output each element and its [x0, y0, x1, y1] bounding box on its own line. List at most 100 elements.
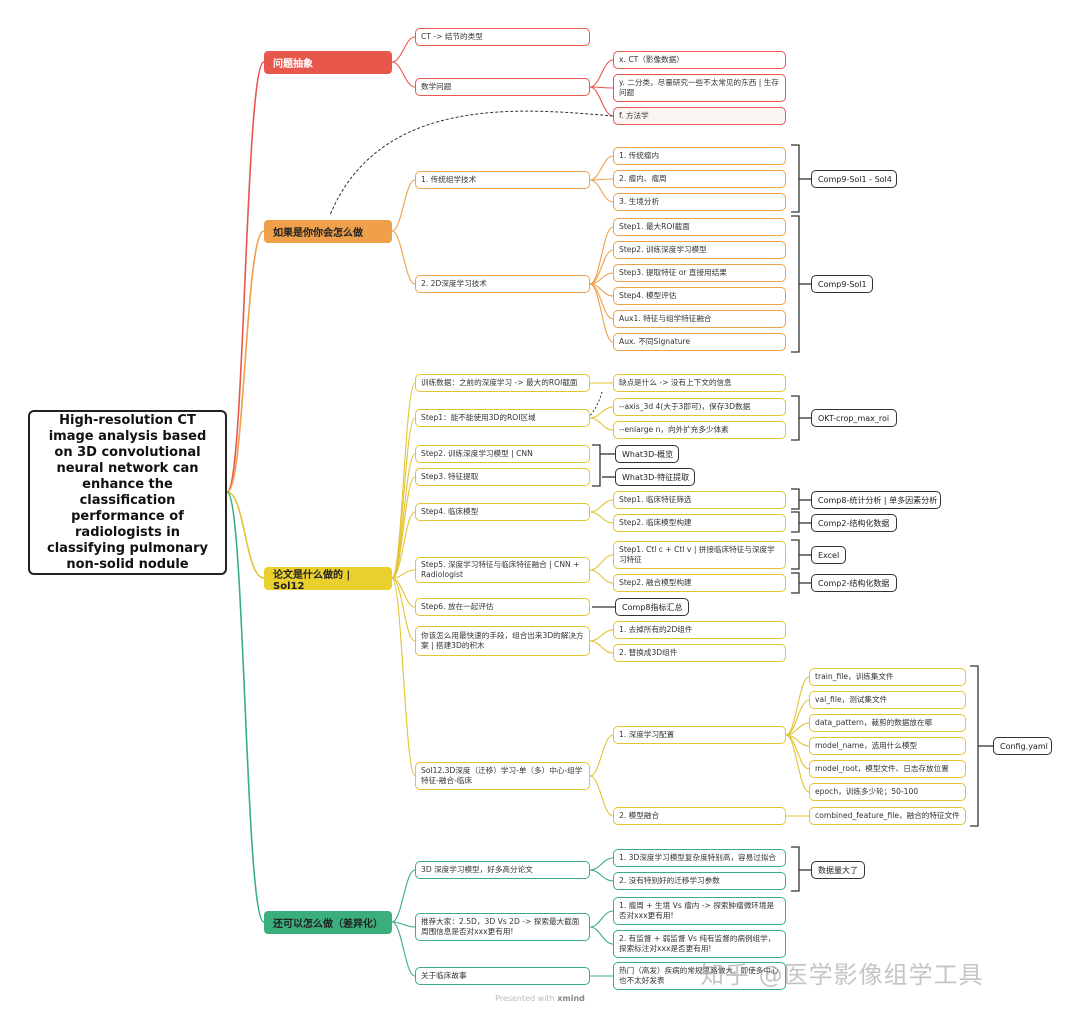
summary-bracket [791, 488, 800, 510]
summary-bracket [791, 539, 800, 570]
b3-sol12[interactable]: Sol12.3D深度（迁移）学习-单（多）中心-组学特征-融合-临床 [415, 762, 590, 790]
b2-line [391, 179, 416, 232]
b3-fast-3d[interactable]: 你该怎么用最快速的手段，组合出来3D的解决方案 | 搭建3D的积木 [415, 626, 590, 656]
b2-2d-deep-learning[interactable]: 2. 2D深度学习技术 [415, 275, 590, 293]
b3-sub-line [589, 511, 614, 524]
b3-model-name[interactable]: model_name，选用什么模型 [809, 737, 966, 755]
b1-math-problem[interactable]: 数学问题 [415, 78, 590, 96]
b4-habitat-vs-intra[interactable]: 1. 瘤周 + 生境 Vs 瘤内 -> 探索肿瘤微环境是否对xxx更有用! [613, 897, 786, 925]
b3-enlarge[interactable]: --enlarge n，向外扩充多少体素 [613, 421, 786, 439]
b3-clinical-select[interactable]: Step1. 临床特征筛选 [613, 491, 786, 509]
b3-sub-line [785, 722, 810, 736]
b3-summary-comp2-structured-2[interactable]: Comp2-结构化数据 [811, 574, 897, 592]
b2-intratumor[interactable]: 1. 传统瘤内 [613, 147, 786, 165]
b2-sub-line [589, 249, 614, 285]
root-topic[interactable]: High-resolution CT image analysis based … [28, 410, 227, 575]
b2-sub-line [589, 226, 614, 285]
b3-sub-line [589, 734, 614, 777]
b3-sub-line [589, 499, 614, 513]
b1-f-method[interactable]: f. 方法学 [613, 107, 786, 125]
b3-summary-what3d-feature[interactable]: What3D-特征提取 [615, 468, 695, 486]
b3-summary-okt-crop[interactable]: OKT-crop_max_roi [811, 409, 897, 427]
b3-summary-comp8-stats[interactable]: Comp8-统计分析 | 单多因素分析 [811, 491, 941, 509]
b1-sub-line [589, 59, 614, 88]
b3-line [391, 577, 416, 777]
b1-sub-line [589, 86, 614, 117]
b4-summary-more-data[interactable]: 数据量大了 [811, 861, 865, 879]
summary-bracket [791, 215, 800, 353]
b3-sub-line [589, 417, 614, 431]
branch-what-paper-did[interactable]: 论文是什么做的 | Sol12 [264, 567, 392, 592]
b3-sub-line [785, 676, 810, 736]
branch-what-would-you-do[interactable]: 如果是你你会怎么做 [264, 220, 392, 243]
b3-line [391, 577, 416, 608]
b1-x-ct[interactable]: x. CT（影像数据） [613, 51, 786, 69]
presented-with-xmind: Presented with xmind [495, 994, 585, 1003]
summary-bracket [791, 572, 800, 594]
b1-ct-nodule-type[interactable]: CT -> 结节的类型 [415, 28, 590, 46]
b1-y-binary[interactable]: y. 二分类，尽量研究一些不太常见的东西 | 生存问题 [613, 74, 786, 102]
b3-sub-line [785, 699, 810, 736]
b2-step2[interactable]: Step2. 训练深度学习模型 [613, 241, 786, 259]
b2-aux1[interactable]: Aux1. 特征与组学特征融合 [613, 310, 786, 328]
b2-habitat[interactable]: 3. 生境分析 [613, 193, 786, 211]
b2-traditional-radiomics[interactable]: 1. 传统组学技术 [415, 171, 590, 189]
b3-step4-clinical[interactable]: Step4. 临床模型 [415, 503, 590, 521]
b4-no-transfer[interactable]: 2. 没有特别好的迁移学习参数 [613, 872, 786, 890]
root-to-branch-line [226, 491, 265, 923]
b3-epoch[interactable]: epoch，训练多少轮；50-100 [809, 783, 966, 801]
b3-sub-line [589, 554, 614, 571]
b3-step6-evaluate[interactable]: Step6. 放在一起评估 [415, 598, 590, 616]
b3-step1-3d-roi[interactable]: Step1：能不能使用3D的ROI区域 [415, 409, 590, 427]
b3-summary-comp2-structured[interactable]: Comp2-结构化数据 [811, 514, 897, 532]
b3-step2-cnn[interactable]: Step2. 训练深度学习模型 | CNN [415, 445, 590, 463]
b4-supervision[interactable]: 2. 有监督 + 弱监督 Vs 纯有监督的病例组学，探索标注对xxx是否更有用! [613, 930, 786, 958]
b3-clinical-build[interactable]: Step2. 临床模型构建 [613, 514, 786, 532]
b3-train-file[interactable]: train_file，训练集文件 [809, 668, 966, 686]
b3-summary-what3d-overview[interactable]: What3D-概览 [615, 445, 679, 463]
b3-drawback[interactable]: 缺点是什么 -> 没有上下文的信息 [613, 374, 786, 392]
b3-model-fusion[interactable]: 2. 模型融合 [613, 807, 786, 825]
b4-3d-dl-papers[interactable]: 3D 深度学习模型，好多高分论文 [415, 861, 590, 879]
b3-combined-feature-file[interactable]: combined_feature_file，融合的特征文件 [809, 807, 966, 825]
b3-summary-config-yaml[interactable]: Config.yaml [993, 737, 1052, 755]
b2-step3[interactable]: Step3. 提取特征 or 直接用结果 [613, 264, 786, 282]
b3-replace-3d[interactable]: 2. 替换成3D组件 [613, 644, 786, 662]
b3-step3-feature[interactable]: Step3. 特征提取 [415, 468, 590, 486]
b2-line [391, 230, 416, 285]
b3-axis-3d[interactable]: --axis_3d 4(大于3即可)，保存3D数据 [613, 398, 786, 416]
b2-sub-line [589, 272, 614, 285]
b3-data-pattern[interactable]: data_pattern，裁剪的数据放在哪 [809, 714, 966, 732]
b3-line [391, 476, 416, 579]
b3-concat[interactable]: Step1. Ctl c + Ctl v | 拼接临床特征与深度学习特征 [613, 541, 786, 569]
branch-differentiation[interactable]: 还可以怎么做（差异化） [264, 911, 392, 934]
b4-recommend-25d[interactable]: 推荐大家：2.5D，3D Vs 2D -> 探索最大截面周围信息是否对xxx更有… [415, 913, 590, 941]
summary-bracket [791, 511, 800, 533]
relationship-line [329, 110, 614, 216]
b4-clinical-story[interactable]: 关于临床故事 [415, 967, 590, 985]
b2-step1[interactable]: Step1. 最大ROI截面 [613, 218, 786, 236]
b3-summary-excel[interactable]: Excel [811, 546, 846, 564]
b3-step5-fusion[interactable]: Step5. 深度学习特征与临床特征融合 | CNN + Radiologist [415, 557, 590, 583]
b3-remove-2d[interactable]: 1. 去掉所有的2D组件 [613, 621, 786, 639]
b3-model-root[interactable]: model_root，模型文件、日志存放位置 [809, 760, 966, 778]
b3-fusion-build[interactable]: Step2. 融合模型构建 [613, 574, 786, 592]
b3-line [391, 417, 416, 579]
b3-sub-line [589, 640, 614, 654]
root-to-branch-line [226, 230, 265, 493]
branch-problem-abstraction[interactable]: 问题抽象 [264, 51, 392, 74]
b3-val-file[interactable]: val_file，测试集文件 [809, 691, 966, 709]
b4-line [391, 869, 416, 923]
b4-overfit[interactable]: 1. 3D深度学习模型复杂度特别高，容易过拟合 [613, 849, 786, 867]
b3-dl-config[interactable]: 1. 深度学习配置 [613, 726, 786, 744]
b3-training-data[interactable]: 训练数据：之前的深度学习 -> 最大的ROI截面 [415, 374, 590, 392]
b4-hot-disease[interactable]: 热门（高发）疾病的常规思路做大。即使多中心也不太好发表 [613, 962, 786, 990]
b3-summary-comp8-metrics[interactable]: Comp8指标汇总 [615, 598, 689, 616]
b2-summary-comp9-sol1[interactable]: Comp9-Sol1 [811, 275, 873, 293]
b2-summary-comp9-sol1-4[interactable]: Comp9-Sol1 - Sol4 [811, 170, 897, 188]
b4-line [391, 921, 416, 977]
b2-step4[interactable]: Step4. 模型评估 [613, 287, 786, 305]
b2-aux-signature[interactable]: Aux. 不同Signature [613, 333, 786, 351]
b2-peritumor[interactable]: 2. 瘤内、瘤周 [613, 170, 786, 188]
